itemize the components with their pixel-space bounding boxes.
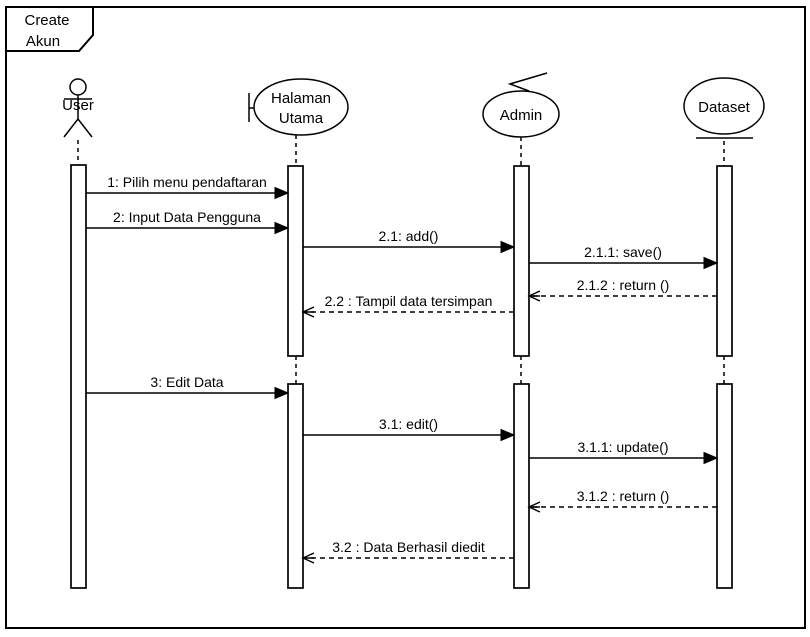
message-arrowhead: [274, 221, 290, 235]
lifeline-label-halaman: Halaman: [271, 90, 331, 107]
actor-leg-icon: [77, 118, 93, 138]
lifeline-label-halaman: Utama: [279, 110, 324, 127]
activation-bar-user: [70, 164, 87, 589]
message-label: 3.1.1: update(): [577, 439, 668, 455]
actor-leg-icon: [63, 118, 79, 138]
message-label: 2.1.2 : return (): [577, 277, 670, 293]
message-label: 2.1.1: save(): [584, 244, 662, 260]
message-open-arrowhead: [527, 290, 541, 302]
activation-bar-admin: [513, 383, 530, 589]
message-arrowhead: [274, 386, 290, 400]
actor-head-icon: [69, 78, 87, 96]
message-label: 3.2 : Data Berhasil diedit: [332, 539, 485, 555]
message-arrowhead: [500, 240, 516, 254]
activation-bar-halaman: [287, 165, 304, 357]
message-arrowhead: [274, 186, 290, 200]
message-label: 3.1.2 : return (): [577, 488, 670, 504]
control-ellipse-icon: [482, 90, 560, 138]
message-open-arrowhead: [301, 306, 315, 318]
title-tab: [5, 6, 94, 52]
message-arrowhead: [703, 451, 719, 465]
message-open-arrowhead: [301, 552, 315, 564]
lifeline-label-user: User: [62, 97, 94, 114]
message-label: 2.1: add(): [379, 228, 439, 244]
message-label: 3: Edit Data: [150, 374, 223, 390]
entity-ellipse-icon: [683, 77, 765, 135]
lifeline-label-dataset: Dataset: [698, 99, 751, 116]
activation-bar-dataset: [716, 383, 733, 589]
message-label: 3.1: edit(): [379, 416, 438, 432]
message-label: 2: Input Data Pengguna: [113, 209, 261, 225]
frame-border: [5, 6, 806, 629]
control-arrow-icon: [507, 72, 548, 92]
message-arrowhead: [703, 256, 719, 270]
message-open-arrowhead: [527, 501, 541, 513]
diagram-title: Akun: [26, 33, 60, 50]
message-label: 2.2 : Tampil data tersimpan: [325, 293, 493, 309]
lifeline-label-admin: Admin: [500, 107, 543, 124]
activation-bar-halaman: [287, 383, 304, 589]
activation-bar-admin: [513, 165, 530, 357]
activation-bar-dataset: [716, 165, 733, 357]
message-label: 1: Pilih menu pendaftaran: [107, 174, 267, 190]
message-arrowhead: [500, 428, 516, 442]
diagram-title: Create: [24, 12, 69, 29]
boundary-ellipse-icon: [253, 78, 349, 136]
